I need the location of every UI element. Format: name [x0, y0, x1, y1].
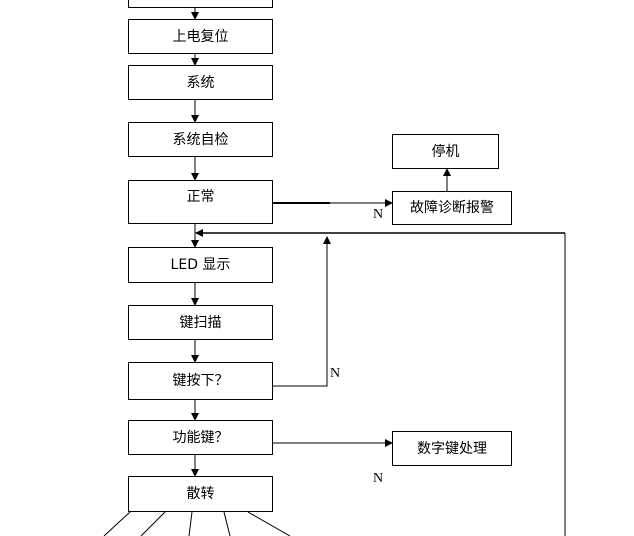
system-node: 系统: [128, 65, 273, 100]
power-reset-node: 上电复位: [128, 19, 273, 54]
fault-alarm-node: 故障诊断报警: [392, 191, 512, 225]
digit-key-node: 数字键处理: [392, 431, 512, 466]
function-key-no-label: N: [373, 471, 384, 486]
halt-label: 停机: [431, 143, 460, 160]
normal-label: 正常: [186, 189, 215, 205]
led-display-node: LED 显示: [128, 247, 273, 283]
branch-line-5: [247, 511, 291, 536]
function-key-node: 功能键？: [128, 420, 273, 455]
dispatch-node: 散转: [128, 476, 273, 512]
dispatch-label: 散转: [186, 486, 215, 502]
key-pressed-node: 键按下？: [128, 362, 273, 400]
top-clipped-box: [128, 0, 273, 8]
system-label: 系统: [186, 74, 215, 91]
arrow-key-pressed-loop-back: [273, 236, 331, 387]
branch-line-3: [188, 511, 193, 536]
branch-line-1: [103, 511, 131, 536]
key-pressed-label: 键按下？: [172, 373, 229, 389]
branch-line-2: [140, 511, 166, 536]
branch-line-4: [223, 511, 231, 536]
digit-key-label: 数字键处理: [417, 440, 487, 457]
fault-alarm-label: 故障诊断报警: [410, 200, 494, 216]
normal-no-label: N: [373, 207, 384, 222]
function-key-label: 功能键？: [172, 429, 229, 446]
key-scan-label: 键扫描: [179, 314, 222, 331]
halt-node: 停机: [392, 134, 499, 169]
power-reset-label: 上电复位: [172, 28, 229, 45]
key-pressed-no-label: N: [330, 366, 341, 381]
key-scan-node: 键扫描: [128, 305, 273, 340]
normal-node: 正常: [128, 180, 273, 224]
led-display-label: LED 显示: [170, 257, 231, 273]
self-check-node: 系统自检: [128, 122, 273, 157]
self-check-label: 系统自检: [172, 131, 229, 148]
